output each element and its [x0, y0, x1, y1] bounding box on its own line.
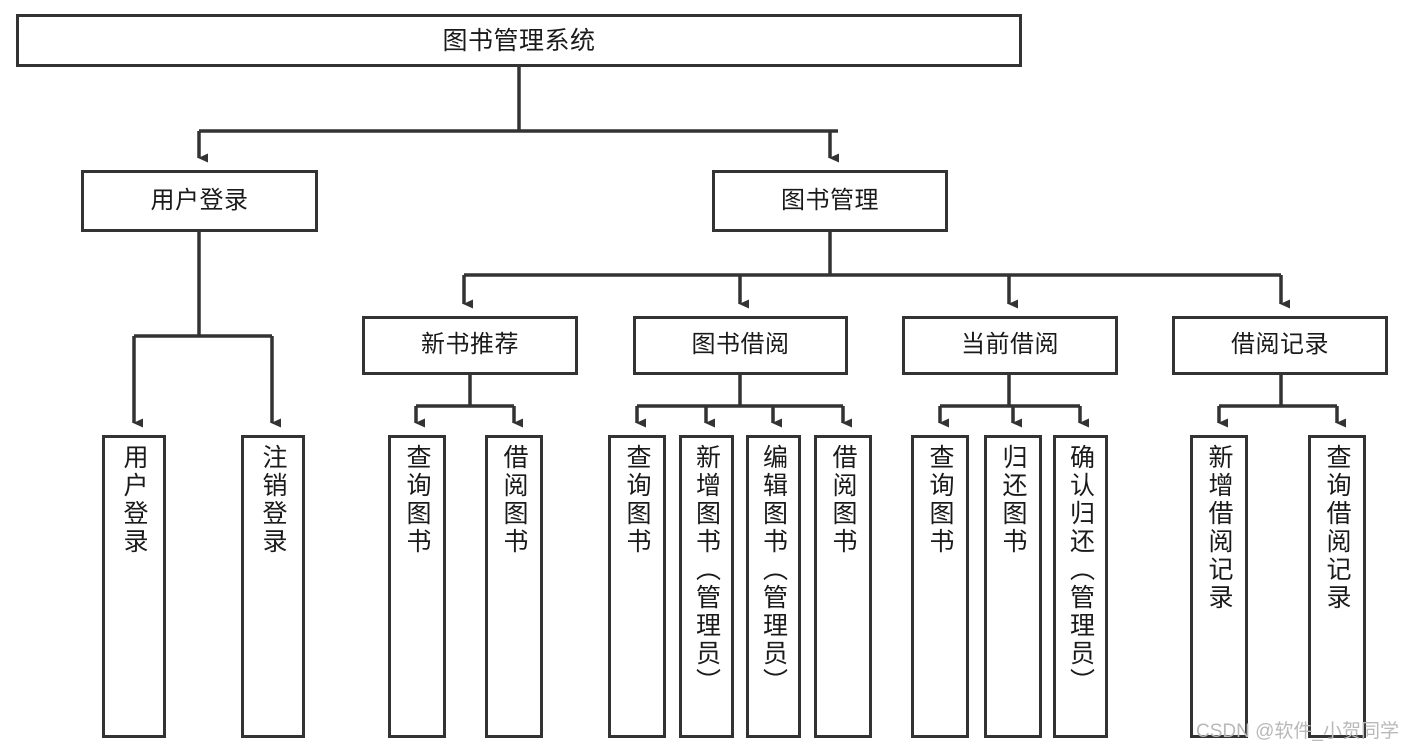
node-leaf-query-record-label: 查询借阅记录: [1323, 444, 1351, 612]
node-leaf-edit-book-label: 编辑图书（管理员）: [759, 444, 788, 696]
node-current-borrow[interactable]: 当前借阅: [902, 316, 1118, 375]
node-book-manage-label: 图书管理: [781, 186, 879, 214]
node-leaf-query-book-1[interactable]: 查询图书: [388, 435, 446, 738]
node-leaf-return-book[interactable]: 归还图书: [984, 435, 1042, 738]
node-book-borrow[interactable]: 图书借阅: [633, 316, 848, 375]
node-leaf-query-record[interactable]: 查询借阅记录: [1308, 435, 1366, 738]
node-leaf-borrow-book-1-label: 借阅图书: [500, 444, 528, 556]
node-user-login-label: 用户登录: [150, 186, 249, 214]
node-leaf-query-book-1-label: 查询图书: [403, 444, 431, 556]
node-leaf-borrow-book-2-label: 借阅图书: [829, 444, 857, 556]
csdn-watermark: CSDN @软件_小贺同学: [1196, 721, 1399, 742]
node-leaf-query-book-3[interactable]: 查询图书: [911, 435, 969, 738]
node-leaf-add-book[interactable]: 新增图书（管理员）: [679, 435, 734, 738]
node-book-borrow-label: 图书借阅: [691, 331, 790, 359]
node-user-login[interactable]: 用户登录: [81, 170, 318, 232]
node-leaf-user-logout[interactable]: 注销登录: [241, 435, 305, 738]
node-current-borrow-label: 当前借阅: [961, 331, 1059, 359]
node-leaf-query-book-2[interactable]: 查询图书: [608, 435, 666, 738]
node-leaf-user-logout-label: 注销登录: [259, 444, 287, 556]
node-borrow-record[interactable]: 借阅记录: [1172, 316, 1388, 375]
node-leaf-return-book-label: 归还图书: [999, 444, 1027, 556]
node-leaf-query-book-3-label: 查询图书: [926, 444, 954, 556]
node-new-book-rec-label: 新书推荐: [421, 331, 519, 359]
node-leaf-add-book-label: 新增图书（管理员）: [692, 444, 721, 696]
node-root-label: 图书管理系统: [442, 26, 596, 55]
node-leaf-user-login-label: 用户登录: [120, 444, 148, 556]
node-book-manage[interactable]: 图书管理: [712, 170, 948, 232]
node-borrow-record-label: 借阅记录: [1231, 331, 1329, 359]
node-leaf-borrow-book-1[interactable]: 借阅图书: [485, 435, 543, 738]
node-leaf-edit-book[interactable]: 编辑图书（管理员）: [746, 435, 801, 738]
node-leaf-confirm-return[interactable]: 确认归还（管理员）: [1053, 435, 1108, 738]
node-leaf-user-login[interactable]: 用户登录: [102, 435, 166, 738]
node-leaf-query-book-2-label: 查询图书: [623, 444, 651, 556]
node-root[interactable]: 图书管理系统: [16, 14, 1022, 67]
node-leaf-confirm-return-label: 确认归还（管理员）: [1066, 444, 1095, 696]
node-leaf-borrow-book-2[interactable]: 借阅图书: [814, 435, 872, 738]
node-leaf-add-record[interactable]: 新增借阅记录: [1190, 435, 1248, 738]
node-new-book-rec[interactable]: 新书推荐: [362, 316, 578, 375]
node-leaf-add-record-label: 新增借阅记录: [1205, 444, 1233, 612]
